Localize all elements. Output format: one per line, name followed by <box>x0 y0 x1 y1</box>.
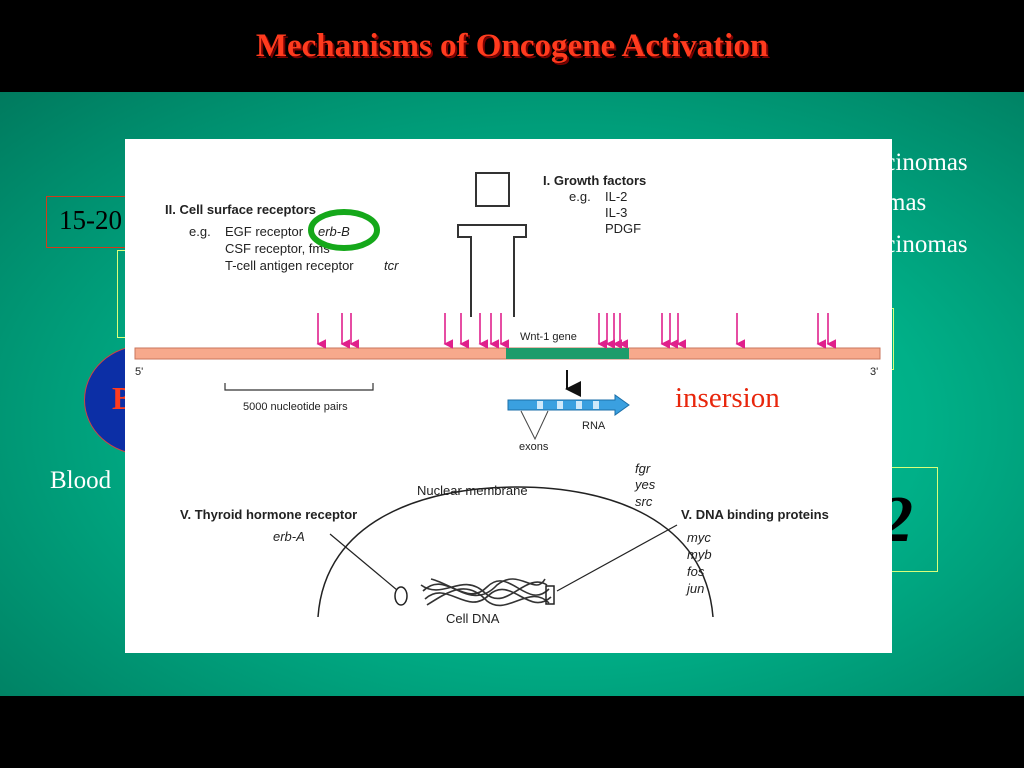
nuclear-membrane-label: Nuclear membrane <box>417 483 528 498</box>
growth-factors-eg: e.g. <box>569 189 591 204</box>
erb-a-gene: erb-A <box>273 529 305 544</box>
growth-factor-il2: IL-2 <box>605 189 627 204</box>
kinase-yes: yes <box>634 477 656 492</box>
cell-silhouette <box>457 172 527 317</box>
dna-binding-pointer <box>556 524 678 592</box>
insersion-label: insersion <box>675 382 780 414</box>
kinase-fgr: fgr <box>635 461 651 476</box>
bg-box-15-20-text: 15-20 <box>59 205 122 235</box>
gene-myb: myb <box>687 547 712 562</box>
thyroid-heading: V. Thyroid hormone receptor <box>180 507 357 522</box>
bg-text-blood: Blood <box>50 467 112 494</box>
growth-factors-heading: I. Growth factors <box>543 173 646 188</box>
exons-label: exons <box>519 441 549 453</box>
dna-binding-heading: V. DNA binding proteins <box>681 507 829 522</box>
gene-myc: myc <box>687 530 711 545</box>
gene-map <box>134 313 881 360</box>
cell-dna-label: Cell DNA <box>446 611 500 626</box>
bg-text-right-2: mas <box>886 189 927 216</box>
egf-receptor-label: EGF receptor <box>225 224 304 239</box>
rna-arrow <box>507 394 630 416</box>
slide-title: Mechanisms of Oncogene Activation <box>255 27 769 64</box>
five-prime-label: 5' <box>135 366 143 378</box>
oncogene-diagram: I. Growth factors e.g. IL-2 IL-3 PDGF II… <box>134 172 881 626</box>
erb-b-highlight-circle <box>308 209 380 251</box>
growth-factor-pdgf: PDGF <box>605 221 641 236</box>
tcell-receptor-label: T-cell antigen receptor <box>225 258 354 273</box>
wnt1-gene-label: Wnt-1 gene <box>520 331 577 343</box>
scale-bar <box>224 383 374 391</box>
wnt1-gene-segment <box>506 348 629 359</box>
kinase-src: src <box>635 494 653 509</box>
cell-surface-eg: e.g. <box>189 224 211 239</box>
dna-end-left <box>394 586 408 606</box>
bg-box-15-20: 15-20 <box>46 196 156 248</box>
cell-dna-tangle <box>420 578 552 607</box>
dna-end-right <box>545 585 555 605</box>
insertion-arrows <box>316 313 836 349</box>
diagram-panel: I. Growth factors e.g. IL-2 IL-3 PDGF II… <box>125 139 892 653</box>
exons-pointer <box>520 410 549 441</box>
csf-receptor-label: CSF receptor, fms <box>225 241 330 256</box>
scale-bar-label: 5000 nucleotide pairs <box>243 401 348 413</box>
cell-surface-heading: II. Cell surface receptors <box>165 202 316 217</box>
tcr-gene: tcr <box>384 258 399 273</box>
nuclear-membrane <box>317 486 714 618</box>
three-prime-label: 3' <box>870 366 878 378</box>
gene-fos: fos <box>687 564 705 579</box>
erb-b-gene: erb-B <box>318 224 350 239</box>
growth-factor-il3: IL-3 <box>605 205 627 220</box>
rna-label: RNA <box>582 420 606 432</box>
thyroid-pointer <box>329 533 398 591</box>
title-bar: Mechanisms of Oncogene Activation <box>0 0 1024 92</box>
gene-jun: jun <box>685 581 704 596</box>
